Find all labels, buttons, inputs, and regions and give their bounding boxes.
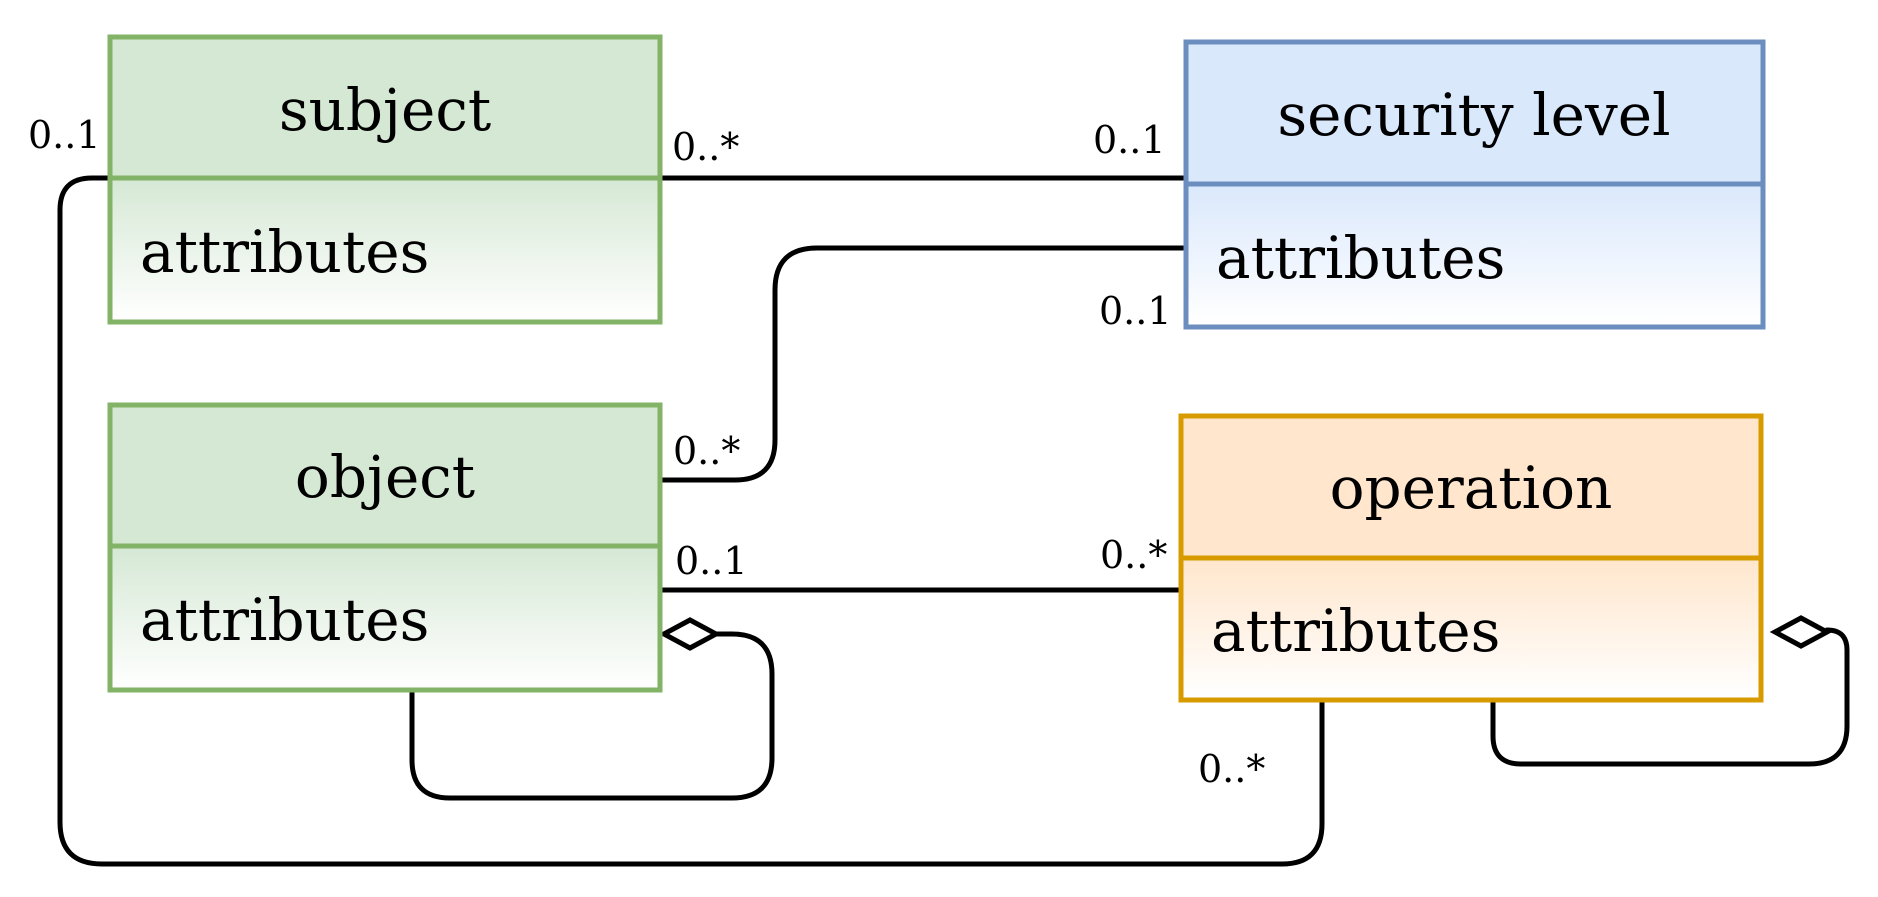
multiplicity-subject-security-security-end: 0..1 [1093, 118, 1166, 162]
class-subject-attributes: attributes [140, 218, 429, 286]
class-operation-title: operation [1330, 454, 1613, 522]
class-object-attr-compartment [112, 546, 658, 688]
class-object[interactable]: object attributes [107, 402, 663, 693]
multiplicity-subject-security-subject-end: 0..* [672, 125, 739, 169]
class-subject-title: subject [279, 76, 491, 144]
class-security-level[interactable]: security level attributes [1183, 39, 1766, 330]
multiplicity-object-operation-object-end: 0..1 [675, 539, 748, 583]
edge-object-security-level[interactable] [657, 245, 1186, 483]
edge-subject-operation[interactable] [57, 175, 1325, 867]
class-operation-attr-compartment [1183, 558, 1759, 698]
multiplicity-object-security-object-end: 0..* [673, 429, 740, 473]
class-object-title: object [295, 443, 475, 511]
class-subject[interactable]: subject attributes [107, 34, 663, 325]
class-operation[interactable]: operation attributes [1178, 413, 1764, 703]
class-security-level-attr-compartment [1188, 184, 1761, 325]
aggregation-diamond-operation [1769, 615, 1833, 649]
class-operation-attributes: attributes [1211, 597, 1500, 665]
edge-operation-self-aggregation[interactable] [1490, 627, 1850, 767]
class-subject-attr-compartment [112, 178, 658, 320]
class-security-level-title: security level [1277, 81, 1670, 149]
edge-object-self-aggregation[interactable] [409, 631, 775, 801]
multiplicity-subject-operation-operation-end: 0..* [1198, 747, 1265, 791]
aggregation-diamond-object [658, 617, 722, 651]
multiplicity-subject-operation-subject-end: 0..1 [28, 113, 101, 157]
class-object-attributes: attributes [140, 586, 429, 654]
multiplicity-object-security-security-end: 0..1 [1099, 289, 1172, 333]
class-security-level-attributes: attributes [1216, 224, 1505, 292]
multiplicity-object-operation-operation-end: 0..* [1100, 533, 1167, 577]
